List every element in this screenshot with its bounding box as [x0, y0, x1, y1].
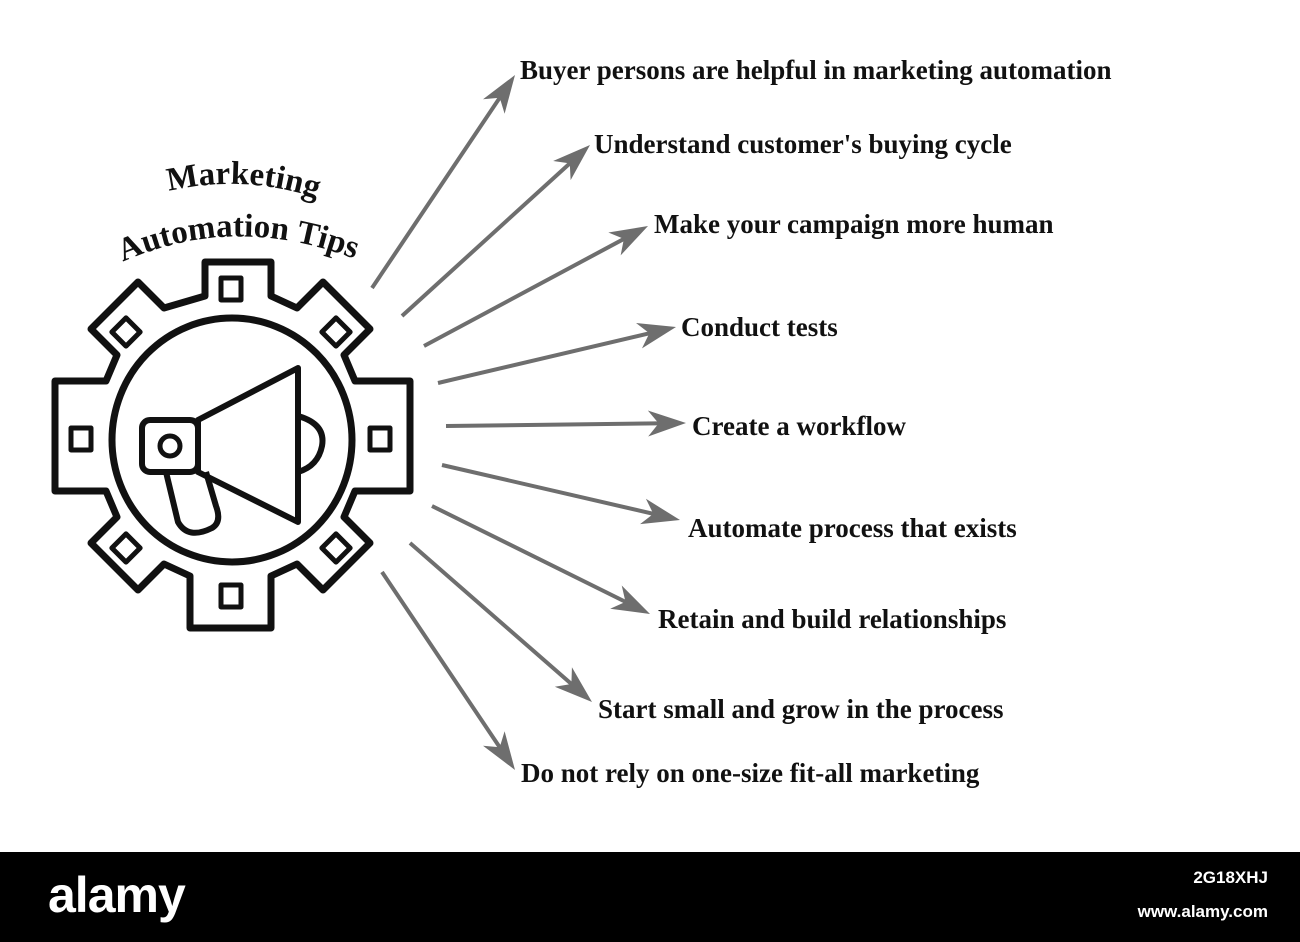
image-id: 2G18XHJ: [1193, 868, 1268, 887]
site-url: www.alamy.com: [1137, 902, 1268, 921]
arrow-group: [370, 75, 686, 770]
tip-4: Conduct tests: [681, 312, 838, 342]
arrow-line-6: [441, 463, 671, 520]
tip-5: Create a workflow: [692, 411, 906, 441]
arrow-line-5: [445, 421, 677, 428]
tip-6: Automate process that exists: [688, 513, 1017, 543]
title-line-1: Marketing: [164, 156, 326, 206]
arrow-line-8: [408, 541, 586, 697]
arrow-line-1: [370, 82, 512, 290]
watermark-footer: alamy 2G18XHJ www.alamy.com: [0, 852, 1300, 942]
tip-3: Make your campaign more human: [654, 209, 1054, 239]
gear-inner-ring: [108, 314, 356, 566]
tip-7: Retain and build relationships: [658, 604, 1007, 634]
diagram-canvas: Marketing Automation Tips: [51, 55, 1112, 788]
tip-9: Do not rely on one-size fit-all marketin…: [521, 758, 980, 788]
megaphone-gear-icon: [51, 258, 414, 632]
gear-outline: [51, 258, 414, 632]
arrow-head-7: [610, 585, 650, 614]
arrow-line-7: [431, 504, 642, 612]
alamy-logo: alamy: [48, 867, 186, 923]
arrow-head-3: [608, 226, 648, 256]
arrow-head-4: [636, 323, 676, 349]
tip-2: Understand customer's buying cycle: [594, 129, 1012, 159]
arrow-line-4: [437, 327, 667, 385]
arrow-head-6: [640, 498, 680, 525]
arrow-head-2: [553, 145, 590, 181]
arrow-line-2: [400, 150, 584, 318]
tip-8: Start small and grow in the process: [598, 694, 1004, 724]
arrow-head-1: [483, 75, 515, 114]
megaphone-icon: [139, 365, 326, 536]
diagram-svg: Marketing Automation Tips: [51, 75, 686, 770]
arrow-head-9: [483, 731, 515, 770]
arrow-line-9: [380, 570, 512, 763]
arrow-head-5: [647, 410, 686, 437]
arrow-head-8: [554, 667, 592, 702]
tip-1: Buyer persons are helpful in marketing a…: [520, 55, 1112, 85]
arrow-line-3: [423, 228, 641, 348]
title-line-1-text: Marketing: [164, 156, 326, 206]
